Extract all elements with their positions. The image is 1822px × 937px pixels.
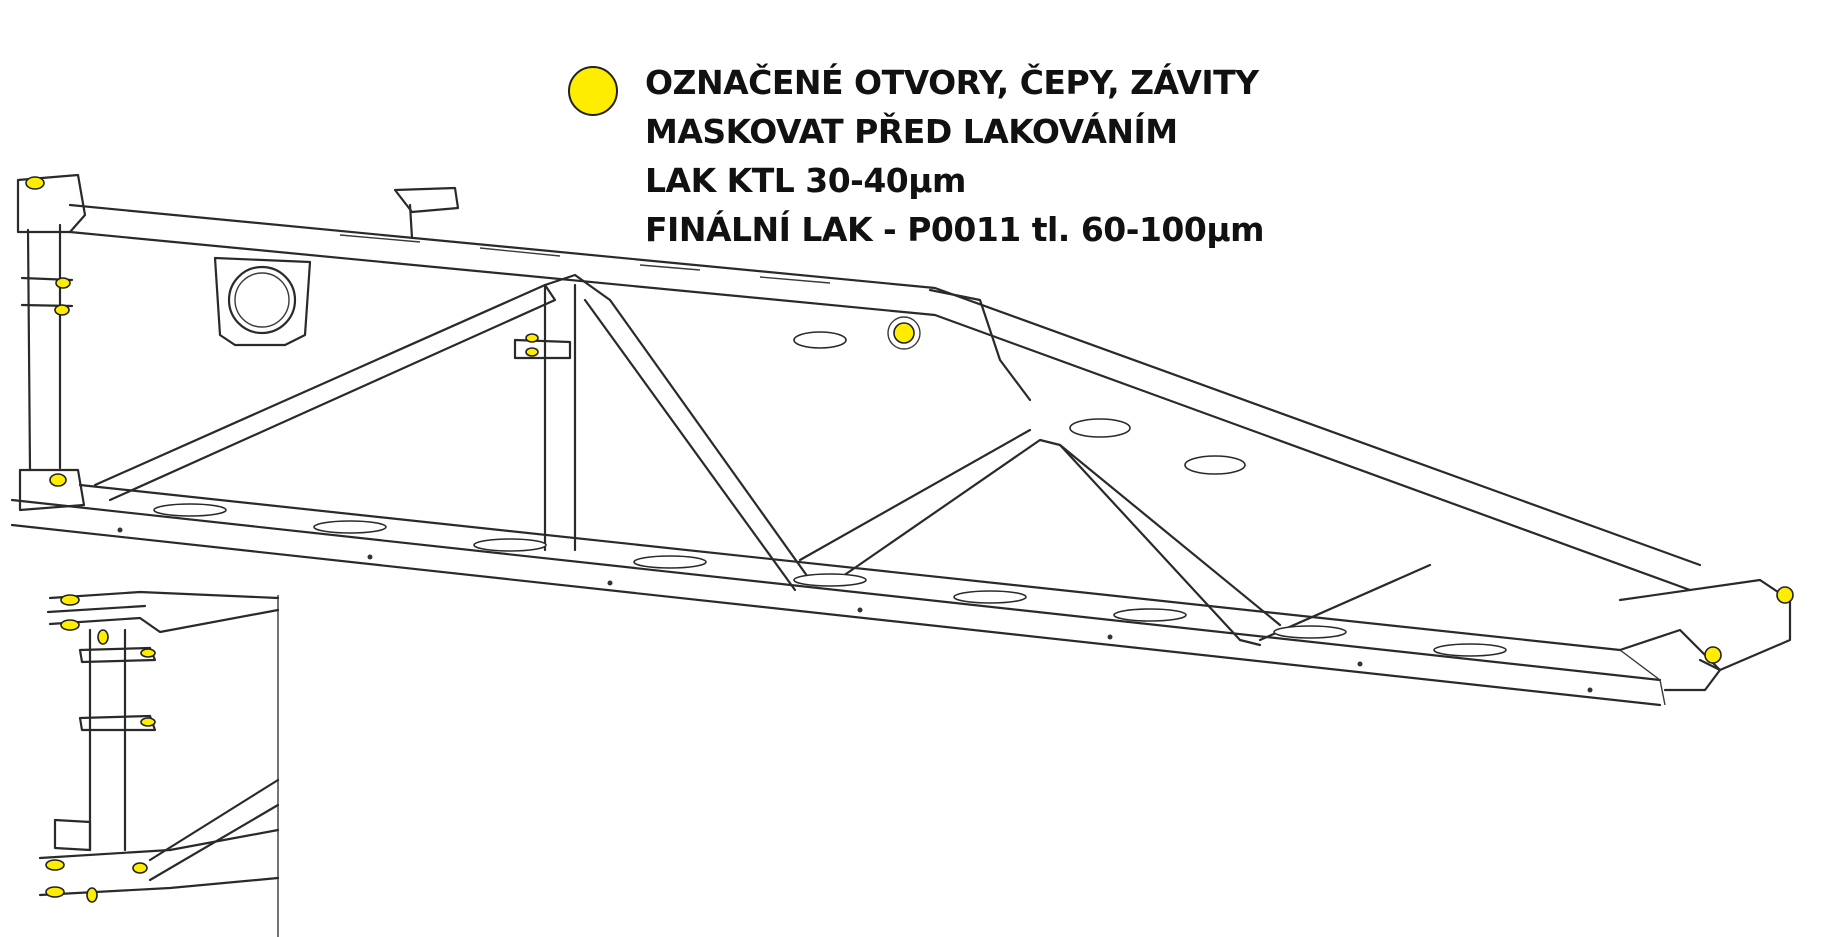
boom-plate — [793, 288, 1246, 475]
mounting-bracket — [213, 256, 312, 347]
inset-hole-1 — [60, 594, 80, 606]
post-lug-hole-lower — [54, 304, 70, 316]
note-mask-before-paint: MASKOVAT PŘED LAKOVÁNÍM — [645, 112, 1178, 151]
inset-hole-8 — [86, 887, 98, 903]
inset-hole-9 — [45, 886, 65, 898]
lifting-eye — [393, 186, 460, 240]
note-masked-holes: OZNAČENÉ OTVORY, ČEPY, ZÁVITY — [645, 63, 1259, 102]
truss-lug-hole-upper — [525, 333, 539, 343]
detail-inset — [38, 590, 280, 937]
truss-lug-hole-lower — [525, 347, 539, 357]
tip-hole-upper — [1776, 586, 1794, 604]
inset-hole-3 — [97, 629, 109, 645]
left-post — [16, 173, 87, 512]
chord-slots — [117, 503, 1593, 693]
post-lug-hole-upper — [55, 277, 71, 289]
note-final-coat: FINÁLNÍ LAK - P0011 tl. 60-100µm — [645, 210, 1265, 249]
inset-hole-2 — [60, 619, 80, 631]
legend-notes: OZNAČENÉ OTVORY, ČEPY, ZÁVITY MASKOVAT P… — [645, 58, 1345, 254]
boom-tip — [1618, 578, 1794, 692]
post-base-hole — [49, 473, 67, 487]
boom-pin-hole — [893, 322, 915, 344]
inset-hole-6 — [45, 859, 65, 871]
lower-chord — [10, 483, 1666, 707]
tip-hole-lower — [1704, 646, 1722, 664]
upper-beam — [68, 203, 1702, 592]
inset-hole-5 — [140, 717, 156, 727]
inset-hole-4 — [140, 648, 156, 658]
yellow-marker-icon — [568, 66, 618, 116]
truss-members — [93, 273, 1432, 647]
post-top-hole — [25, 176, 45, 190]
inset-hole-7 — [132, 862, 148, 874]
note-ktl-coat: LAK KTL 30-40µm — [645, 161, 966, 200]
